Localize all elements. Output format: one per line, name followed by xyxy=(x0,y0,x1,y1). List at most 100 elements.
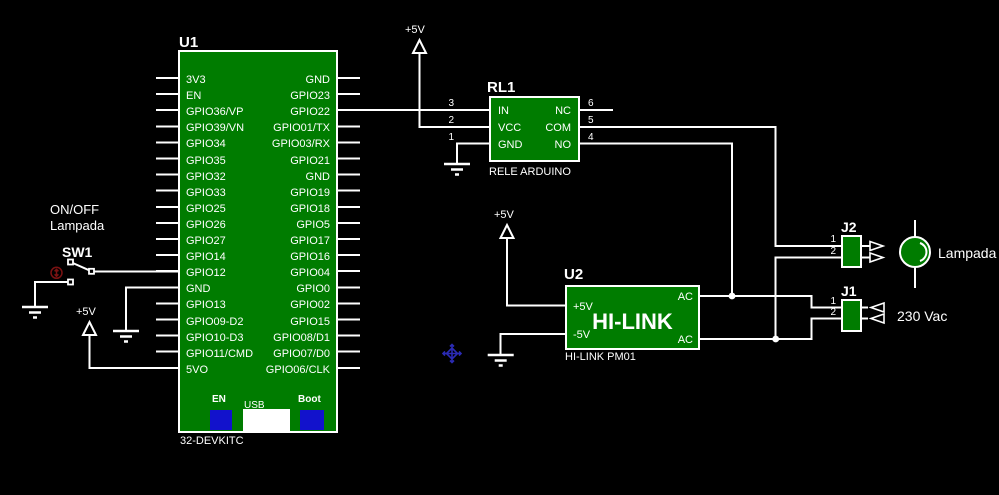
rl1-pin-number: 4 xyxy=(588,131,594,143)
u1-pin-label: GPIO02 xyxy=(290,299,330,312)
rl1-pin-number: 6 xyxy=(588,98,594,109)
u1-pin-label: GPIO25 xyxy=(186,202,226,215)
ground-icon xyxy=(111,329,141,343)
j2-pin-number: 2 xyxy=(830,245,836,257)
j1-ref: J1 xyxy=(841,283,857,299)
en-button[interactable] xyxy=(210,410,232,430)
junction-dot xyxy=(772,335,780,343)
u1-ref: U1 xyxy=(179,34,199,51)
u1-pin-label: GPIO16 xyxy=(290,251,330,264)
u1-pin-label: GPIO11/CMD xyxy=(186,347,254,360)
u1-boot-button-label: Boot xyxy=(298,394,321,405)
u1-pin-label: 5VO xyxy=(186,363,209,376)
u1-pin-label: GPIO19 xyxy=(290,186,330,199)
u2-pin-label: AC xyxy=(677,334,693,346)
u1-pin-label: GPIO21 xyxy=(290,154,330,167)
wire-u2-ac-bot-to-j1-2 xyxy=(700,317,841,340)
u1-pin-label: GPIO06/CLK xyxy=(265,363,330,376)
j2-ref: J2 xyxy=(841,219,857,235)
u1-usb-label: USB xyxy=(244,400,265,411)
rl1-pin-number: 3 xyxy=(448,98,454,109)
ground-icon xyxy=(442,162,472,176)
u1-pin-label: GPIO09-D2 xyxy=(186,315,244,328)
ground-icon xyxy=(486,353,515,367)
j1-pin-number: 1 xyxy=(830,295,836,307)
wires xyxy=(34,53,916,369)
junction-dot xyxy=(728,292,736,300)
u1-footprint-label: 32-DEVKITC xyxy=(180,435,244,447)
junction-dots xyxy=(728,292,780,343)
u1-pin-label: GPIO35 xyxy=(186,154,226,167)
wire-u1-gnd xyxy=(125,286,178,331)
u2-body[interactable]: +5V -5V AC AC HI-LINK xyxy=(565,285,700,350)
u1-pin-label: GPIO33 xyxy=(186,186,226,199)
sw1-note-line1: ON/OFF xyxy=(50,202,100,217)
j2-arrow-icon xyxy=(869,240,886,252)
u1-pin-label: GND xyxy=(305,170,330,183)
u1-pin-label: GPIO17 xyxy=(290,235,330,247)
power-5v-icon xyxy=(412,39,427,54)
u1-pin-label: GPIO36/VP xyxy=(186,106,244,119)
rl1-body[interactable]: IN VCC GND NC COM NO xyxy=(489,96,580,162)
rl1-pin-label: NC xyxy=(555,105,571,117)
wire-5v-to-rl1-vcc xyxy=(418,53,489,128)
sw1-note-line2: Lampada xyxy=(50,218,105,233)
rl1-pin-label: COM xyxy=(545,122,571,134)
u1-en-button-label: EN xyxy=(212,394,226,405)
u1-pin-label: GPIO10-D3 xyxy=(186,331,244,344)
wire-rl1-no-to-ac xyxy=(580,142,733,296)
j1-arrow-icon xyxy=(868,301,885,314)
u1-pin-label: GPIO39/VN xyxy=(186,122,245,135)
wire-rl1-gnd xyxy=(456,142,489,164)
j2-body[interactable] xyxy=(841,235,862,268)
rl1-ref: RL1 xyxy=(487,79,516,96)
u1-pin-label: GPIO27 xyxy=(186,235,226,247)
u1-pin-label: GPIO5 xyxy=(296,218,330,231)
switch-actuator-icon[interactable] xyxy=(50,266,63,280)
j2-pin-number: 1 xyxy=(830,234,836,245)
wire-j2-arrow-leads xyxy=(862,245,870,259)
u2-part-label: HI-LINK PM01 xyxy=(565,351,636,363)
usb-connector xyxy=(243,409,290,433)
lamp-icon xyxy=(899,236,931,268)
u1-pin-label: GPIO01/TX xyxy=(273,122,330,135)
u1-pin-label: GPIO32 xyxy=(186,170,226,183)
rl1-pin-label: NO xyxy=(554,139,572,151)
u1-pin-label: GPIO12 xyxy=(186,267,226,280)
j2-arrow-icon xyxy=(869,251,886,264)
boot-button[interactable] xyxy=(300,410,324,430)
u1-pin-label: GPIO03/RX xyxy=(271,138,330,151)
wire-u2-ac-top-to-j1-1 xyxy=(700,295,841,309)
sw1-ref: SW1 xyxy=(62,244,93,260)
ground-icon xyxy=(20,305,50,319)
u1-pin-label: GPIO22 xyxy=(290,106,330,119)
u1-pin-label: GND xyxy=(186,283,211,296)
power-5v-label: +5V xyxy=(405,24,425,36)
u1-pin-label: GPIO08/D1 xyxy=(273,331,330,344)
switch-sw1[interactable] xyxy=(50,258,95,286)
lamp-label: Lampada xyxy=(938,245,997,261)
u1-pin-label: GPIO23 xyxy=(290,90,330,103)
rl1-pin-number: 5 xyxy=(588,115,594,126)
u1-pin-label: GPIO0 xyxy=(296,283,330,296)
u2-pin-label: +5V xyxy=(573,301,593,313)
u1-pin-label: GPIO26 xyxy=(186,218,226,231)
wire-u2-m5v-to-gnd xyxy=(499,333,565,355)
j1-pin-number: 2 xyxy=(830,307,836,318)
power-5v-icon xyxy=(499,224,515,239)
rl1-pin-number: 1 xyxy=(448,131,454,143)
rl1-pin-label: VCC xyxy=(498,122,522,134)
u1-pin-label: GPIO13 xyxy=(186,299,226,312)
wire-rl1-com-to-j2-1 xyxy=(580,126,841,247)
wire-5v-to-u2 xyxy=(506,238,565,307)
u2-pin-label: -5V xyxy=(573,329,591,341)
u1-pin-label: 3V3 xyxy=(186,74,206,86)
j1-body[interactable] xyxy=(841,299,862,332)
terminal-arrows xyxy=(868,240,886,325)
u2-pin-label: AC xyxy=(677,291,693,303)
rl1-pin-label: IN xyxy=(498,105,509,117)
u2-ref: U2 xyxy=(564,266,584,283)
rl1-part-label: RELE ARDUINO xyxy=(489,166,571,178)
